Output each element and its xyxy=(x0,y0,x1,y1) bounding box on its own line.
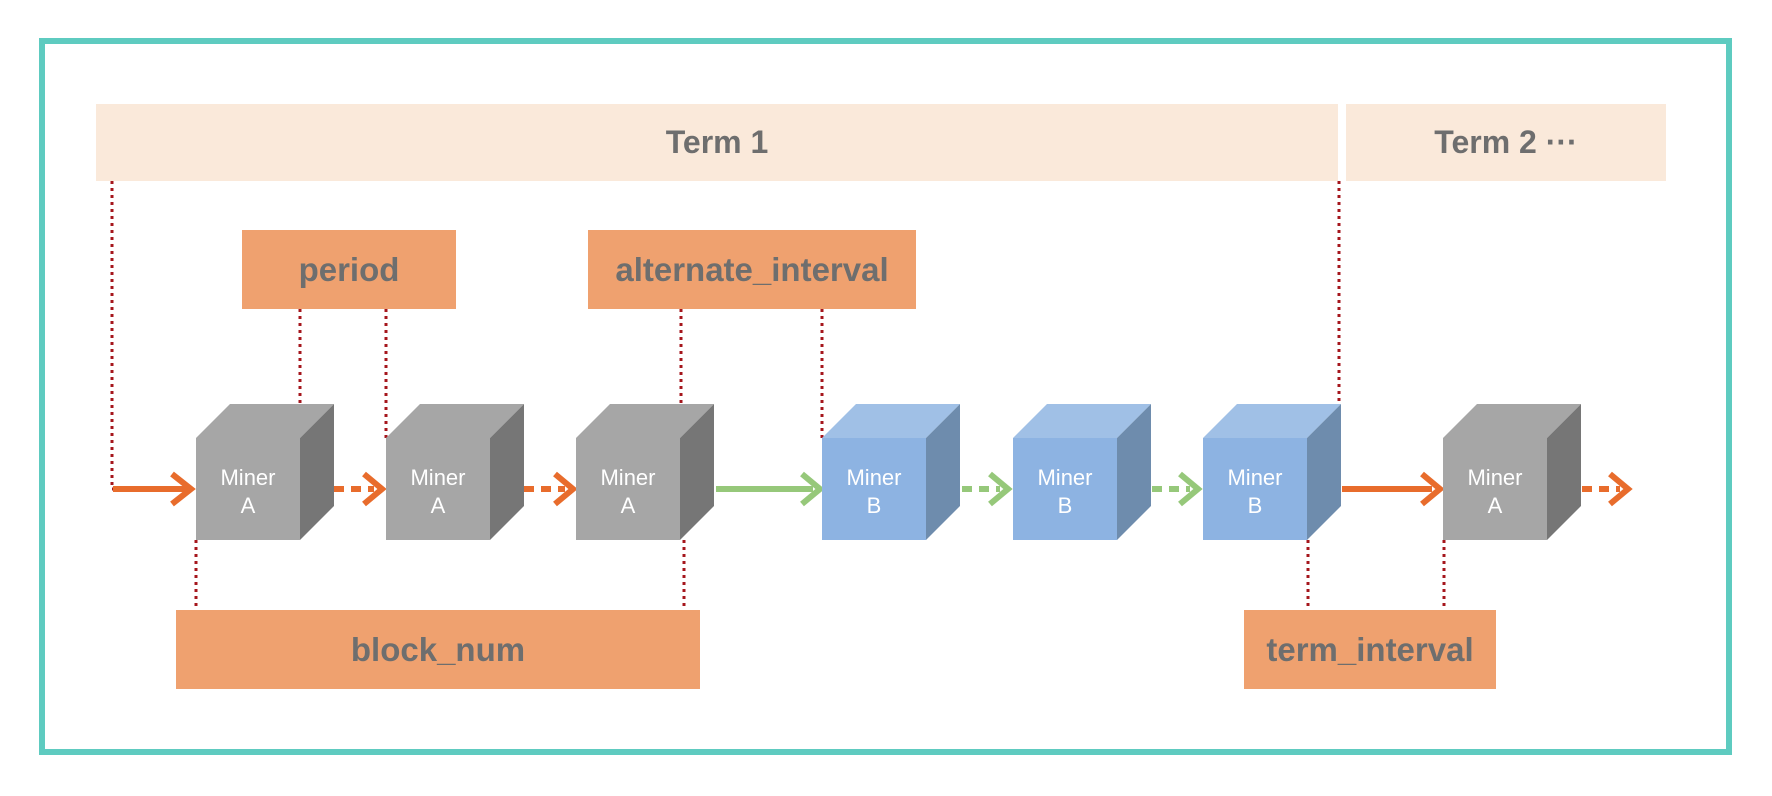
block-front-face xyxy=(1443,438,1547,540)
block-num-label: block_num xyxy=(351,631,525,668)
term-start-guide xyxy=(110,181,120,491)
block-side-face xyxy=(926,404,960,540)
period-box: period xyxy=(242,230,456,309)
block-side-face xyxy=(680,404,714,540)
block-side-face xyxy=(300,404,334,540)
arrow-dotted-orange-2 xyxy=(524,471,578,507)
term-interval-box: term_interval xyxy=(1244,610,1496,689)
arrow-dotted-orange-1 xyxy=(334,471,387,507)
arrow-solid-orange-in xyxy=(113,471,196,507)
arrow-solid-orange-term xyxy=(1342,471,1445,507)
term-2-label: Term 2 ··· xyxy=(1434,124,1577,160)
block-top-face xyxy=(1013,404,1151,438)
block-front-face xyxy=(576,438,680,540)
block-label-line2: B xyxy=(1058,493,1073,518)
block-front-face xyxy=(822,438,926,540)
block-top-face xyxy=(386,404,524,438)
chain-arrows xyxy=(113,471,1633,507)
block-front-face xyxy=(196,438,300,540)
alternate-interval-box: alternate_interval xyxy=(588,230,916,309)
block-label-line2: A xyxy=(1488,493,1503,518)
block-side-face xyxy=(1117,404,1151,540)
block-label-line2: B xyxy=(867,493,882,518)
block-label-line1: Miner xyxy=(220,465,275,490)
block-side-face xyxy=(490,404,524,540)
term-2-box: Term 2 ··· xyxy=(1346,104,1666,181)
block-side-face xyxy=(1547,404,1581,540)
block-label-line1: Miner xyxy=(1227,465,1282,490)
term-1-box: Term 1 xyxy=(96,104,1338,181)
block-label-line1: Miner xyxy=(600,465,655,490)
block-label-line1: Miner xyxy=(846,465,901,490)
block-label-line2: A xyxy=(241,493,256,518)
block-top-face xyxy=(1443,404,1581,438)
block-top-face xyxy=(196,404,334,438)
block-num-box: block_num xyxy=(176,610,700,689)
period-label: period xyxy=(299,251,400,288)
arrow-dotted-green-1 xyxy=(962,471,1013,507)
block-front-face xyxy=(1013,438,1117,540)
block-label-line2: A xyxy=(431,493,446,518)
diagram-frame xyxy=(39,38,1732,755)
block-label-line1: Miner xyxy=(1467,465,1522,490)
block-label-line2: B xyxy=(1248,493,1263,518)
block-top-face xyxy=(822,404,960,438)
alternate-interval-label: alternate_interval xyxy=(615,251,888,288)
term-1-label: Term 1 xyxy=(666,124,769,160)
block-top-face xyxy=(576,404,714,438)
block-label-line1: Miner xyxy=(1037,465,1092,490)
guide-lines xyxy=(110,181,1446,610)
arrow-dotted-orange-out xyxy=(1582,471,1633,507)
block-top-face xyxy=(1203,404,1341,438)
arrow-dotted-green-2 xyxy=(1152,471,1203,507)
block-label-line2: A xyxy=(621,493,636,518)
blocks: MinerAMinerAMinerAMinerBMinerBMinerBMine… xyxy=(196,404,1581,540)
block-label-line1: Miner xyxy=(410,465,465,490)
block-side-face xyxy=(1307,404,1341,540)
arrow-solid-green xyxy=(716,471,825,507)
block-front-face xyxy=(1203,438,1307,540)
term-interval-label: term_interval xyxy=(1266,631,1473,668)
block-front-face xyxy=(386,438,490,540)
